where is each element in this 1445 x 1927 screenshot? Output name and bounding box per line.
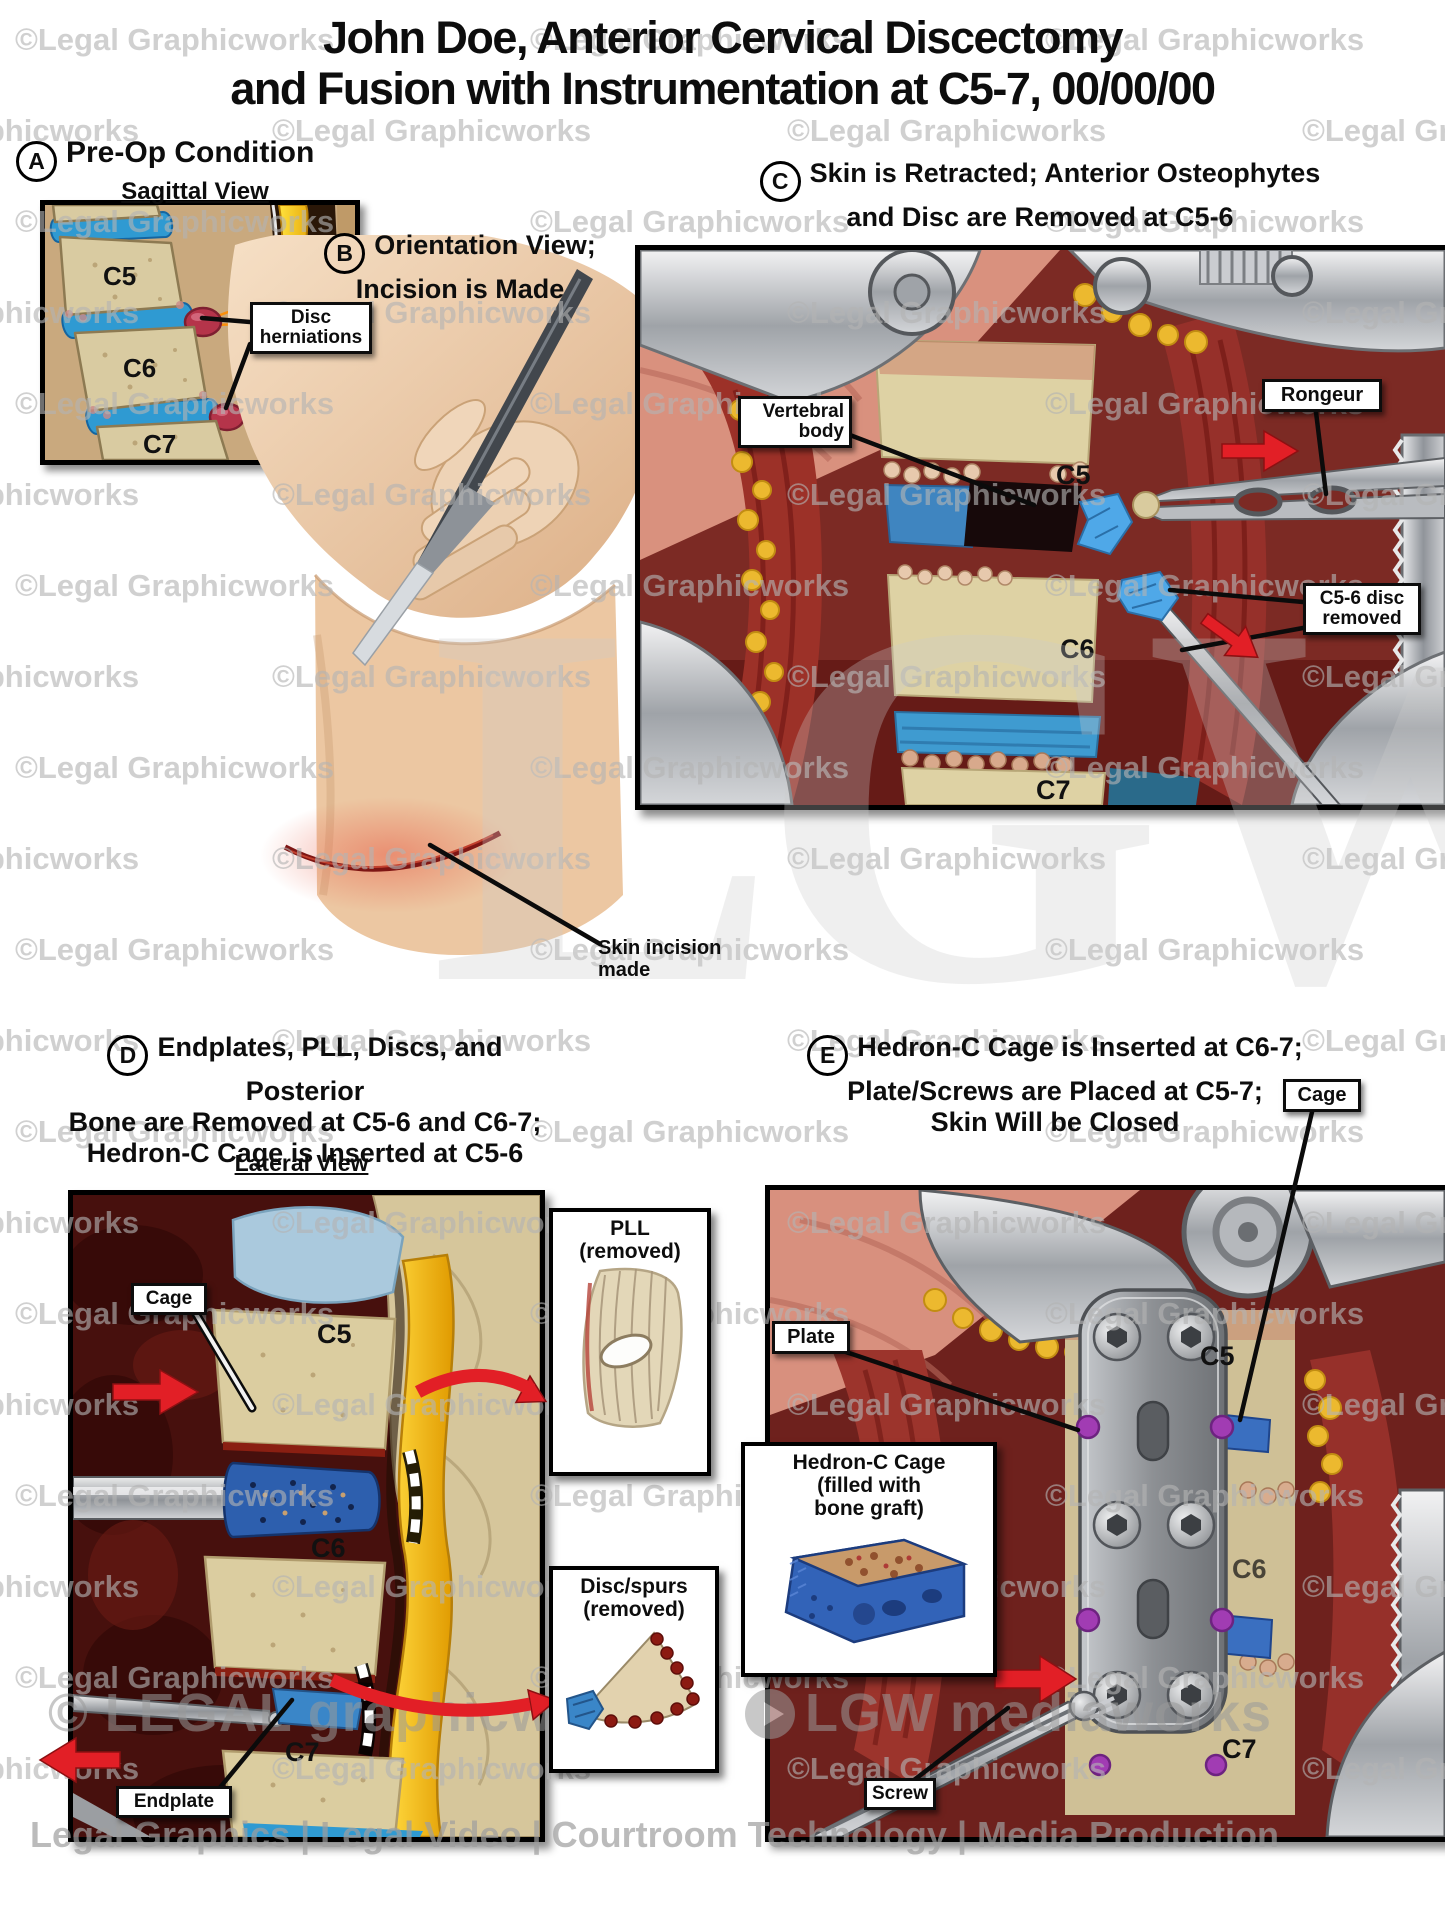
plate-screws — [1092, 1312, 1216, 1720]
endplate-label: Endplate — [116, 1786, 232, 1818]
hedron-cage-art — [784, 1538, 969, 1644]
c6-label: C6 — [311, 1533, 346, 1563]
panel-c-letter: C — [759, 160, 801, 202]
footer-services: Legal Graphics | Legal Video | Courtroom… — [30, 1814, 1280, 1855]
upper-disc — [231, 1206, 405, 1304]
disc-fragment-art — [565, 1631, 700, 1731]
cage-label-e: Cage — [1283, 1079, 1361, 1112]
plate-label: Plate — [772, 1321, 850, 1354]
rongeur-instrument — [1132, 456, 1445, 522]
page-title: John Doe, Anterior Cervical Discectomy a… — [230, 12, 1216, 115]
panel-a-subtitle: Sagittal View — [121, 178, 269, 205]
brand-watermark-right: LGW mediaworks — [745, 1682, 1272, 1744]
c7-label: C7 — [1222, 1734, 1257, 1764]
play-icon — [745, 1689, 795, 1739]
retractor-top-right — [1066, 248, 1445, 353]
cage-label-d: Cage — [131, 1283, 207, 1315]
purple-screw-accents — [1075, 1414, 1235, 1777]
panel-d-letter: D — [107, 1034, 149, 1076]
c6-label: C6 — [1232, 1554, 1267, 1584]
watermark-text: ©Legal Graphicworks — [1302, 113, 1445, 148]
watermark-text: ©Legal Graphicworks — [0, 841, 140, 876]
watermark-text: ©Legal Graphicworks — [272, 113, 592, 148]
c5-label: C5 — [317, 1319, 352, 1349]
rongeur-label: Rongeur — [1262, 379, 1382, 412]
panel-a-letter: A — [16, 141, 57, 182]
vertebrae — [51, 203, 230, 462]
c7-label: C7 — [1036, 775, 1071, 805]
c5-label: C5 — [1056, 460, 1091, 490]
c5-label: C5 — [103, 261, 136, 291]
c6-label: C6 — [123, 353, 156, 383]
cage-c56 — [222, 1461, 381, 1539]
retractor-bottom-left — [638, 620, 794, 807]
panel-b-letter: B — [324, 232, 366, 274]
watermark-text: ©Legal Graphicworks — [0, 659, 140, 694]
retractor-bottom-right — [1325, 1650, 1445, 1839]
fat-tissue — [729, 283, 1208, 713]
disc-spurs-removed-inset: Disc/spurs(removed) — [549, 1566, 719, 1773]
cervical-plate — [1078, 1288, 1228, 1734]
watermark-text: ©Legal Graphicworks — [0, 477, 140, 512]
retractor-bottom-right — [1290, 650, 1445, 807]
panel-d-subtitle: Lateral View — [234, 1150, 369, 1176]
screw-label: Screw — [864, 1778, 936, 1810]
watermark-text: ©Legal Graphicworks — [787, 113, 1107, 148]
c5-label: C5 — [1200, 1341, 1235, 1371]
pll-ligament-art — [582, 1268, 683, 1429]
c7-label: C7 — [143, 429, 176, 459]
c6-label: C6 — [1060, 634, 1095, 664]
scalpel — [352, 269, 593, 667]
retractor-top-left — [638, 248, 983, 404]
instrument-handle — [73, 1793, 151, 1837]
pll-removed-inset: PLL(removed) — [549, 1208, 711, 1476]
panel-e-letter: E — [807, 1034, 849, 1076]
giant-lgw-watermark: LGW — [430, 517, 1445, 1092]
cage-inserter — [72, 1476, 234, 1520]
pll-dashed-strip — [404, 1449, 421, 1544]
